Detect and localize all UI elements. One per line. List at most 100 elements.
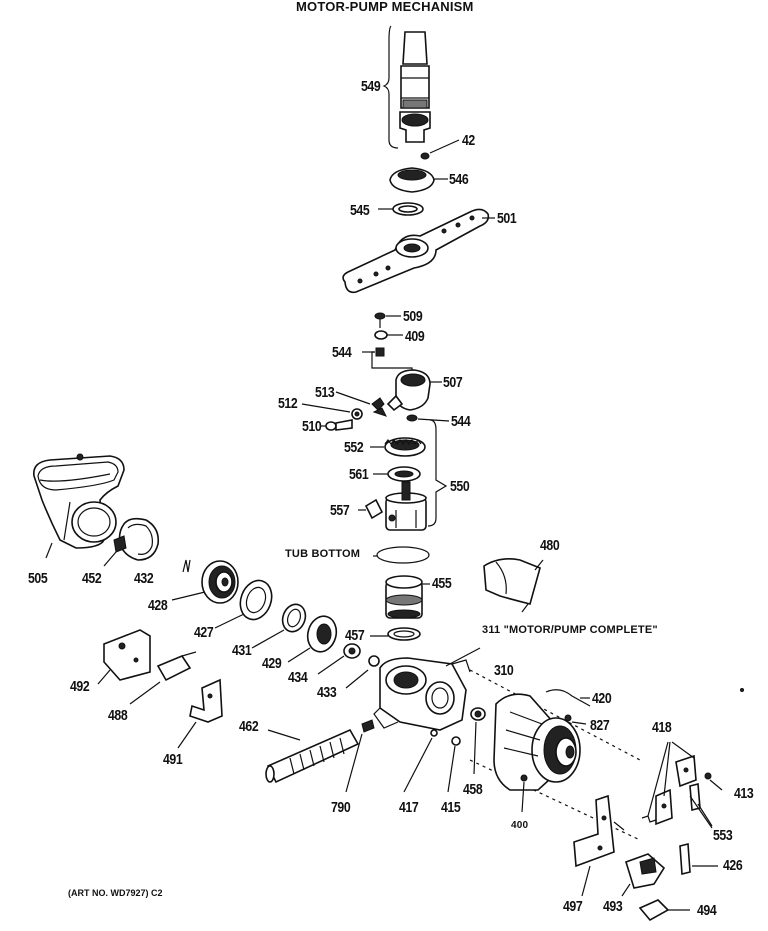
label-413: 413	[734, 785, 754, 802]
label-400: 400	[511, 820, 529, 831]
label-415: 415	[441, 799, 461, 816]
part-493-clip	[621, 853, 666, 897]
part-510-bolt	[320, 419, 353, 431]
part-545-ring	[378, 202, 424, 216]
label-42: 42	[462, 132, 475, 149]
label-497: 497	[563, 898, 583, 915]
label-433: 433	[317, 684, 337, 701]
label-311-motor-pump-complete: 311 "MOTOR/PUMP COMPLETE"	[482, 624, 658, 636]
part-427-seal-ring	[214, 579, 273, 629]
part-42-screw	[420, 139, 460, 160]
label-428: 428	[148, 597, 168, 614]
label-507: 507	[443, 374, 463, 391]
tub-bottom-ring	[376, 546, 430, 564]
label-420: 420	[592, 690, 612, 707]
label-501: 501	[497, 210, 517, 227]
label-544-upper: 544	[332, 344, 352, 361]
label-455: 455	[432, 575, 452, 592]
part-557-clip	[358, 498, 384, 520]
part-492-bracket	[97, 629, 151, 685]
label-418: 418	[652, 719, 672, 736]
diagram-title: MOTOR-PUMP MECHANISM	[296, 0, 474, 14]
label-458: 458	[463, 781, 483, 798]
label-434: 434	[288, 669, 308, 686]
part-417-415-washers	[403, 729, 461, 793]
part-310-motor	[469, 669, 641, 841]
part-429-impeller	[287, 615, 338, 663]
label-427: 427	[194, 624, 214, 641]
label-545: 545	[350, 202, 370, 219]
part-790-clip	[345, 719, 375, 793]
part-458-washer	[470, 707, 486, 775]
label-457: 457	[345, 627, 365, 644]
label-431: 431	[232, 642, 252, 659]
part-501-spray-arm	[342, 208, 495, 294]
part-432-spring	[182, 559, 191, 573]
part-418-brackets	[641, 741, 723, 829]
part-452-clamp	[103, 517, 160, 567]
label-417: 417	[399, 799, 419, 816]
label-492: 492	[70, 678, 90, 695]
label-550: 550	[450, 478, 470, 495]
label-561: 561	[349, 466, 369, 483]
label-546: 546	[449, 171, 469, 188]
label-513: 513	[315, 384, 335, 401]
label-493: 493	[603, 898, 623, 915]
part-428-bellows	[171, 560, 239, 604]
part-400-screw	[520, 774, 528, 813]
label-790: 790	[331, 799, 351, 816]
part-544-lower-nut	[406, 414, 450, 422]
label-310: 310	[494, 662, 514, 679]
label-544-lower: 544	[451, 413, 471, 430]
label-505: 505	[28, 570, 48, 587]
part-546-cap	[389, 167, 448, 193]
label-827: 827	[590, 717, 610, 734]
label-552: 552	[344, 439, 364, 456]
part-420-wire	[545, 689, 591, 707]
label-491: 491	[163, 751, 183, 768]
label-553: 553	[713, 827, 733, 844]
part-549-tube-assembly	[382, 25, 431, 149]
label-549: 549	[361, 78, 381, 95]
part-507-housing	[386, 369, 442, 412]
part-pump-housing	[373, 647, 481, 731]
label-510: 510	[302, 418, 322, 435]
part-497-mounting-bracket	[573, 794, 625, 897]
label-452: 452	[82, 570, 102, 587]
label-480: 480	[540, 537, 560, 554]
part-488-switch	[129, 651, 197, 705]
label-426: 426	[723, 857, 743, 874]
part-457-seal	[370, 627, 421, 641]
part-491-bracket	[177, 678, 223, 749]
part-550-bowl	[385, 481, 427, 531]
part-426-pin	[679, 842, 718, 876]
label-488: 488	[108, 707, 128, 724]
label-512: 512	[278, 395, 298, 412]
label-tub-bottom: TUB BOTTOM	[285, 548, 361, 560]
label-462: 462	[239, 718, 259, 735]
part-480-duct	[483, 558, 544, 613]
part-431-ring	[251, 603, 307, 649]
part-455-pump-cover	[385, 575, 430, 619]
label-409: 409	[405, 328, 425, 345]
part-512-washer	[301, 403, 363, 420]
art-number: (ART NO. WD7927) C2	[68, 888, 163, 898]
bracket-550	[427, 419, 448, 527]
part-552-gear	[370, 437, 426, 457]
part-462-hose	[265, 728, 360, 784]
label-557: 557	[330, 502, 350, 519]
part-505-drain-housing	[33, 453, 125, 559]
label-432: 432	[134, 570, 154, 587]
part-827-screw	[564, 714, 587, 725]
part-561-washer	[373, 466, 421, 482]
part-494-grommet	[638, 899, 690, 922]
stray-dot	[740, 688, 744, 692]
part-509-409-544-hardware	[362, 312, 413, 378]
label-494: 494	[697, 902, 717, 919]
part-513-impeller	[335, 391, 387, 417]
label-509: 509	[403, 308, 423, 325]
label-429: 429	[262, 655, 282, 672]
part-434-433-seals	[317, 643, 380, 689]
